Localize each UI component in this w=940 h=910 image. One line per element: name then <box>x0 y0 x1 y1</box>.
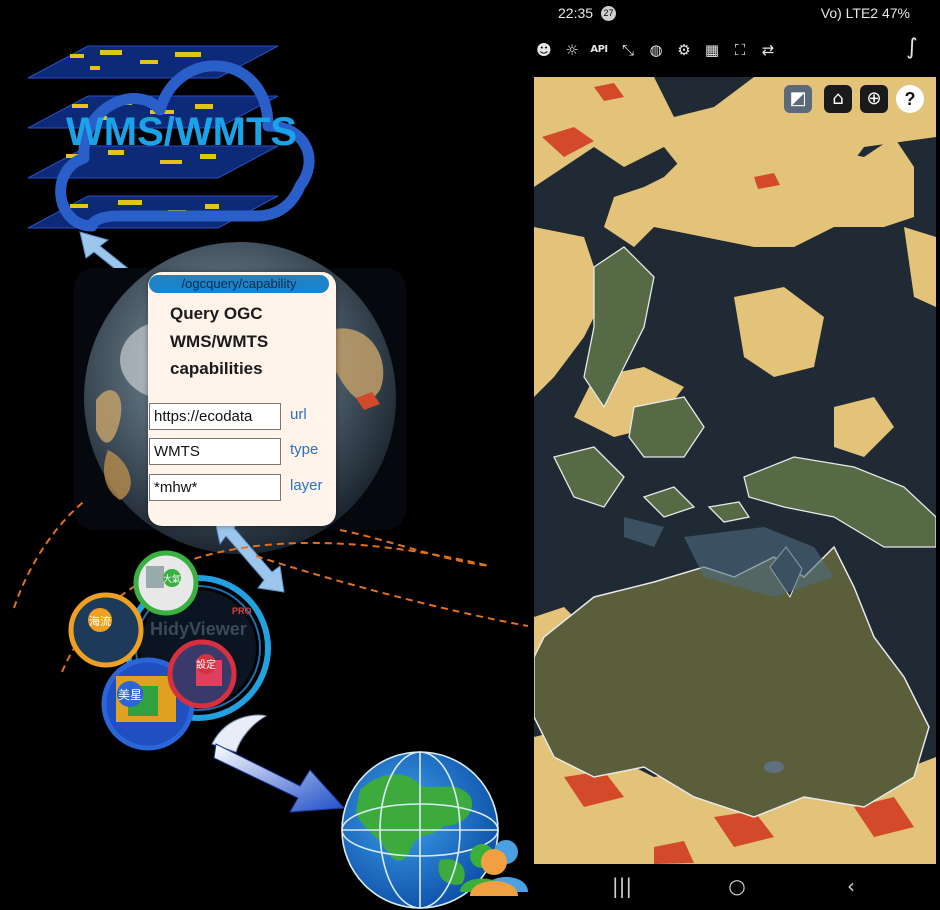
back-button[interactable]: ‹ <box>847 874 855 898</box>
hidyviewer-app-logo: HidyViewer PRO 海流 大氣 美星 <box>68 550 271 751</box>
app-bubble: 海流 <box>68 592 144 668</box>
dashed-connector <box>255 555 529 627</box>
home-icon[interactable]: ⌂ <box>824 85 852 113</box>
phone-screen: 22:35 27 Vo) LTE2 47% ☻ ☼ API ⤡ ◍ ⚙ ▦ ⛶ … <box>530 0 940 910</box>
ogc-query-popup: /ogcquery/capability Query OGC WMS/WMTS … <box>148 272 336 526</box>
popup-title-line: WMS/WMTS <box>170 331 269 351</box>
app-toolbar: ☻ ☼ API ⤡ ◍ ⚙ ▦ ⛶ ⇄ ∫ <box>530 34 940 66</box>
url-input[interactable]: https://ecodata <box>149 403 281 430</box>
gear-icon[interactable]: ⚙ <box>677 41 691 59</box>
dashed-connector <box>13 499 87 609</box>
earth-globe-icon <box>341 751 499 909</box>
layers-icon[interactable]: ◩ <box>784 85 812 113</box>
app-bubble: 大氣 <box>133 550 199 616</box>
status-time: 22:35 <box>558 5 594 21</box>
svg-text:大氣: 大氣 <box>163 573 181 585</box>
svg-text:海流: 海流 <box>89 614 111 628</box>
endpoint-tab[interactable]: /ogcquery/capability <box>149 275 329 293</box>
cloud-icon <box>55 60 315 232</box>
recents-button[interactable]: ||| <box>611 874 633 898</box>
southeast-asia-landmass <box>583 246 655 409</box>
diagram-panel: HidyViewer PRO 海流 大氣 美星 <box>13 45 529 909</box>
type-label: type <box>290 441 319 458</box>
smiley-icon[interactable]: ☻ <box>536 41 552 59</box>
grid-icon[interactable]: ▦ <box>704 41 720 59</box>
new-guinea-landmass <box>743 456 936 548</box>
app-logo-badge: PRO <box>232 606 252 616</box>
layer-label: layer <box>290 477 323 494</box>
home-button[interactable]: ○ <box>728 874 746 898</box>
wms-wmts-title: WMS/WMTS <box>66 110 298 154</box>
notification-badge: 27 <box>601 6 616 21</box>
app-logo-text: HidyViewer <box>150 619 247 639</box>
fullscreen-icon[interactable]: ⛶ <box>734 41 746 59</box>
globe-grid-icon[interactable]: ◍ <box>649 41 663 59</box>
globe-icon[interactable]: ⊕ <box>860 85 888 113</box>
popup-title-line: capabilities <box>170 359 263 378</box>
svg-text:美星: 美星 <box>118 688 142 702</box>
users-icon <box>460 840 528 896</box>
popup-title: Query OGC WMS/WMTS capabilities <box>170 300 330 383</box>
popup-title-line: Query OGC <box>170 304 263 323</box>
dolphin-logo-icon[interactable]: ∫ <box>906 35 918 60</box>
route-icon[interactable]: ⤡ <box>621 41 634 59</box>
dashed-connector <box>339 529 491 567</box>
android-nav-bar: ||| ○ ‹ <box>530 864 940 910</box>
url-label: url <box>290 406 307 423</box>
type-input[interactable]: WMTS <box>149 438 281 465</box>
layer-input[interactable]: *mhw* <box>149 474 281 501</box>
svg-text:設定: 設定 <box>196 658 216 671</box>
curved-arrow-to-earth <box>211 714 346 813</box>
status-indicators: Vo) LTE2 47% <box>820 5 910 21</box>
translate-icon[interactable]: ⇄ <box>761 41 775 59</box>
api-icon[interactable]: API <box>590 44 608 55</box>
help-icon[interactable]: ? <box>896 85 924 113</box>
indonesia-islands <box>553 446 751 523</box>
sun-icon[interactable]: ☼ <box>565 41 579 59</box>
status-bar: 22:35 27 Vo) LTE2 47% <box>530 0 940 30</box>
borneo-landmass <box>628 396 705 458</box>
map-view[interactable]: ◩ ⌂ ⊕ ? <box>534 77 936 864</box>
app-bubble: 設定 <box>167 639 237 709</box>
